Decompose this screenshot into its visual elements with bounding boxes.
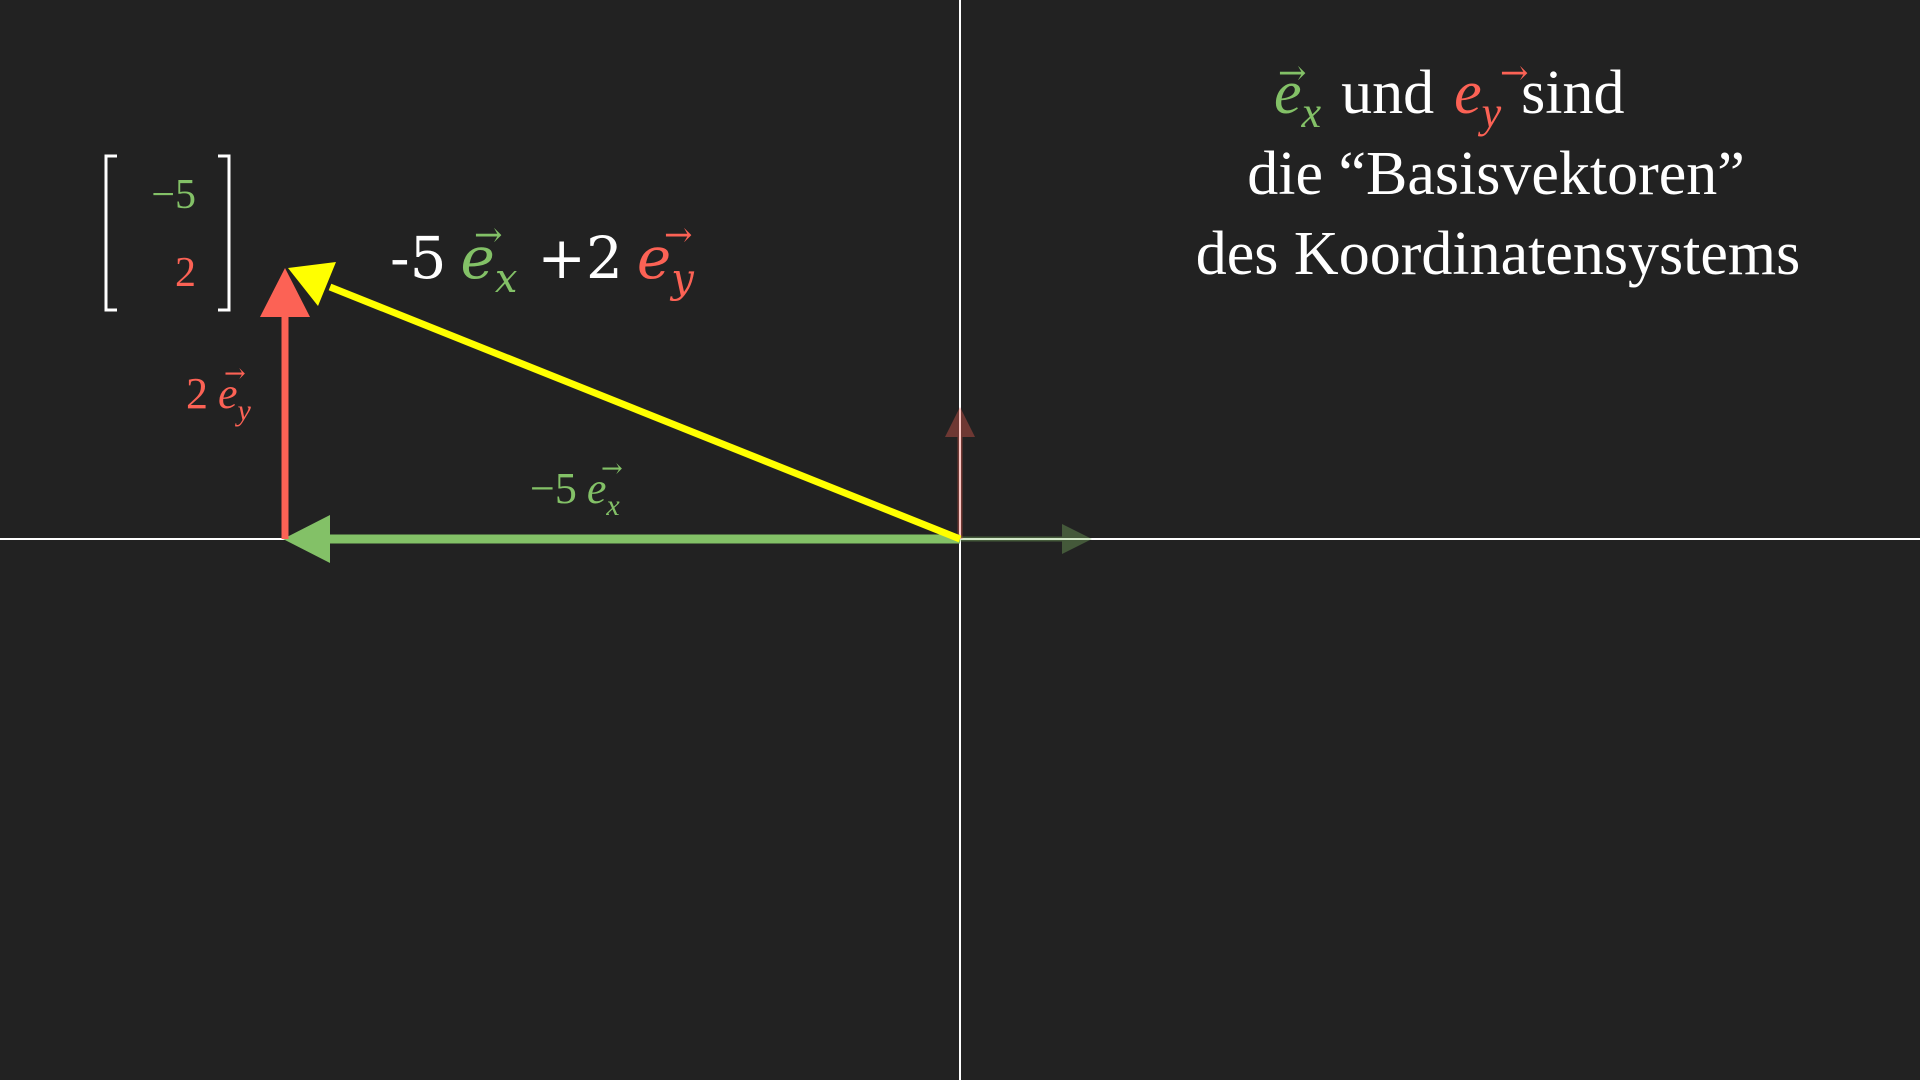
x-component-vector xyxy=(283,515,960,563)
line1-ey-e: e xyxy=(1454,59,1482,127)
combination-ex-arrow: → xyxy=(474,215,503,255)
line1-ex-e: e xyxy=(1274,59,1302,127)
combination-ey-arrow: → xyxy=(664,215,693,255)
matrix-bottom-entry: 2 xyxy=(175,250,196,296)
y-component-sub: y xyxy=(235,394,252,427)
ey-subscript: y xyxy=(669,256,695,302)
basis-vector-ex xyxy=(960,524,1092,554)
coef-y: +2 xyxy=(537,224,623,292)
explanation-line2: die “Basisvektoren” xyxy=(1247,140,1745,208)
left-bracket xyxy=(104,154,117,312)
right-bracket xyxy=(218,154,231,312)
line1-sind: sind xyxy=(1521,59,1624,127)
x-component-coef: −5 xyxy=(530,464,577,513)
matrix-top-entry: −5 xyxy=(151,172,196,218)
line1-und: und xyxy=(1341,59,1434,127)
y-component-coef: 2 xyxy=(186,369,208,418)
result-vector xyxy=(288,262,962,543)
line1-ex-arrow: → xyxy=(1278,53,1307,93)
y-component-arrow: → xyxy=(224,359,246,389)
x-component-sub: x xyxy=(605,489,620,522)
explanation-line3: des Koordinatensystems xyxy=(1196,220,1800,288)
y-component-vector xyxy=(260,268,310,539)
line1-ey-sub: y xyxy=(1478,88,1502,137)
coef-x: -5 xyxy=(390,224,447,292)
ey-symbol: e xyxy=(637,224,671,292)
basis-vector-ey xyxy=(945,407,975,539)
ex-subscript: x xyxy=(495,256,518,302)
line1-ex-sub: x xyxy=(1301,88,1322,137)
line1-ey-arrow: → xyxy=(1500,53,1529,93)
column-matrix xyxy=(104,154,231,312)
x-component-arrow: → xyxy=(601,454,623,484)
ex-symbol: e xyxy=(461,224,495,292)
y-component-e: e xyxy=(218,369,238,418)
x-component-e: e xyxy=(587,464,607,513)
